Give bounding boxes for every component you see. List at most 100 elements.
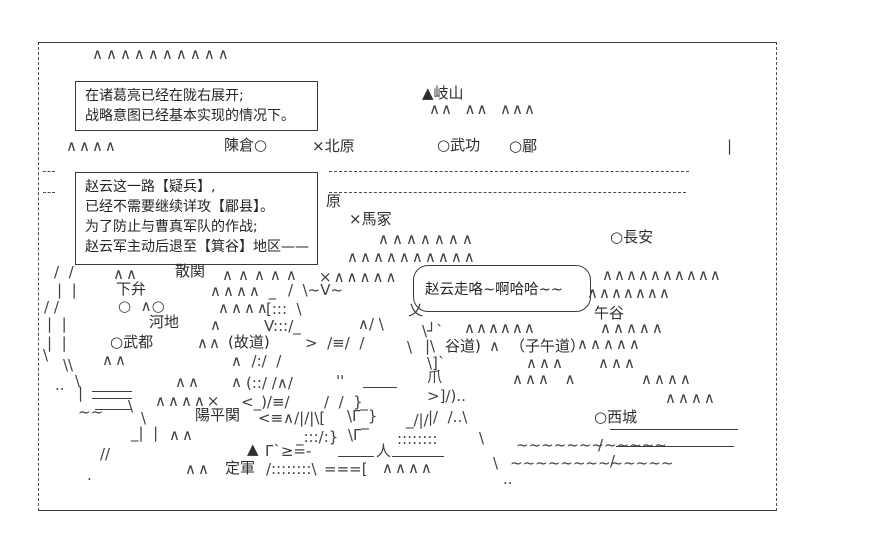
terrain-stroke: | |	[47, 315, 67, 333]
terrain-stroke: |	[727, 137, 733, 155]
place-hedi: 河地	[149, 313, 180, 331]
terrain-stroke: _:::/:}	[296, 428, 339, 446]
mountain-ridge: ∧∧∧∧	[665, 389, 717, 407]
place-dingjun: 定軍	[225, 459, 256, 477]
mountain-ridge: ∧∧∧∧∧∧∧∧∧∧	[92, 45, 232, 63]
terrain-stroke: [::: \	[266, 300, 302, 318]
ziwu-road-label: （子午道）	[510, 337, 586, 355]
terrain-stroke: | |	[57, 281, 77, 299]
mountain-ridge: ∧∧	[113, 265, 139, 283]
terrain-stroke: ''	[336, 372, 345, 390]
map-frame-border	[38, 42, 777, 511]
mountain-ridge: ∧∧∧∧	[218, 299, 270, 317]
mountain-ridge: ∧∧∧	[598, 354, 637, 372]
river-dashed-line	[329, 192, 686, 193]
river-solid-line	[92, 391, 132, 392]
river-solid-line	[363, 387, 397, 388]
terrain-stroke: / / }	[324, 393, 363, 411]
mountain-ridge: ∧∧∧∧∧∧∧	[378, 230, 476, 248]
mountain-ridge: ○ ∧○	[118, 297, 165, 315]
terrain-stroke: \Γ‾}	[347, 407, 378, 425]
terrain-stroke: ~~~~~~~~~~~~~	[510, 454, 674, 472]
terrain-stroke: ::::::::	[397, 430, 438, 448]
mountain-ridge: ∧∧	[169, 426, 195, 444]
terrain-stroke: /::::::::\	[266, 460, 317, 478]
strategy-note-line2: 战略意图已经基本实现的情况下。	[85, 108, 295, 124]
mountain-ridge: ∧∧	[197, 334, 221, 352]
terrain-stroke: \	[75, 372, 81, 390]
mountain-ridge: ×∧∧∧∧∧	[319, 268, 399, 286]
mountain-ridge: (::/ /∧/	[246, 374, 293, 392]
river-solid-line	[338, 456, 374, 457]
place-changan: ○長安	[610, 228, 654, 246]
terrain-stroke: .	[87, 466, 92, 484]
mountain-ridge: ∧∧∧∧∧	[222, 266, 302, 284]
zhaoyun-speech-bubble: 赵云走咯~啊哈哈~~	[413, 265, 591, 312]
terrain-stroke: \\	[63, 356, 74, 374]
mountain-ridge: 人	[376, 442, 392, 460]
mountain-ridge: ∧∧∧∧∧	[600, 319, 665, 337]
terrain-stroke: ..	[503, 470, 513, 488]
terrain-stroke: \	[479, 429, 485, 447]
mountain-ridge: ∧∧ ∧∧ ∧∧∧	[429, 100, 536, 118]
terrain-stroke: ~~~~~~~~~~~~	[516, 436, 667, 454]
mountain-ridge: ∧	[489, 337, 500, 355]
terrain-stroke: /	[610, 452, 616, 470]
zhaoyun-order-line4: 赵云军主动后退至【箕谷】地区——	[85, 239, 309, 255]
terrain-stroke: ..	[55, 376, 65, 394]
mountain-ridge: ∧∧∧∧∧∧∧∧∧∧	[602, 266, 722, 284]
terrain-stroke: _/|/	[406, 411, 429, 429]
mountain-ridge: ∧∧∧∧∧∧∧	[587, 284, 671, 302]
mountain-ridge: ∧∧∧ ∧	[512, 370, 578, 388]
place-yangpingguan: 陽平関	[195, 406, 241, 424]
terrain-stroke: \]`	[427, 354, 446, 372]
river-solid-line	[616, 446, 734, 447]
terrain-stroke: / /	[44, 298, 59, 316]
place-mazhong: ×馬冢	[349, 210, 392, 228]
mountain-ridge: ∧∧∧∧	[66, 137, 118, 155]
river-solid-line	[392, 456, 444, 457]
mountain-ridge: ∧	[231, 373, 242, 391]
river-solid-line	[92, 398, 132, 399]
wugu-valley-label: 午谷	[594, 304, 625, 322]
terrain-stroke: \	[43, 346, 49, 364]
zhaoyun-order-box: 赵云这一路【疑兵】, 已经不需要继续详攻【郿县】。 为了防止与曹真军队的作战; …	[75, 172, 318, 265]
mountain-ridge: 爪	[427, 368, 443, 386]
place-chencang: 陳倉○	[224, 136, 268, 154]
terrain-stroke: |	[78, 384, 84, 402]
zhaoyun-speech-text: 赵云走咯~啊哈哈~~	[425, 282, 563, 298]
place-qishan: ▲岐山	[422, 84, 464, 102]
place-wugong: ○武功	[437, 136, 481, 154]
mountain-ridge: ∧∧∧	[526, 354, 565, 372]
mountain-ridge: ∧ /:/ /	[231, 352, 282, 370]
terrain-stroke: ~~	[78, 403, 104, 421]
strategy-note-box: 在诸葛亮已经在陇右展开; 战略意图已经基本实现的情况下。	[75, 81, 318, 131]
place-beiyuan: ×北原	[312, 137, 355, 155]
river-solid-line	[95, 409, 131, 410]
zhaoyun-order-line3: 为了防止与曹真军队的作战;	[85, 219, 258, 235]
river-dashed-line	[43, 192, 55, 193]
terrain-stroke: | |	[47, 334, 67, 352]
terrain-stroke: / /	[54, 263, 74, 281]
terrain-stroke: \Γ‾	[348, 426, 369, 444]
terrain-stroke: ===[	[324, 460, 368, 478]
mountain-ridge: ∧∧∧∧∧∧∧∧∧∧	[347, 248, 477, 266]
mountain-ridge: ∧∧∧∧∧∧	[464, 319, 536, 337]
place-wudu: ○武都	[110, 333, 154, 351]
mountain-ridge: ∧∧∧∧	[641, 370, 693, 388]
mountain-ridge: ∧∧∧∧∧	[577, 335, 642, 353]
mountain-ridge: ∧∧∧∧	[382, 459, 434, 477]
terrain-stroke: Γ`≥=-	[265, 442, 312, 460]
terrain-stroke: //	[100, 445, 111, 463]
zhaoyun-order-line2: 已经不需要继续详攻【郿县】。	[85, 199, 274, 215]
dingjun-marker: ▲	[247, 440, 259, 458]
place-xiabian: 下弁	[116, 280, 147, 298]
river-dashed-line	[43, 171, 55, 172]
terrain-stroke: \	[493, 454, 499, 472]
terrain-stroke: 乂	[408, 301, 424, 319]
terrain-stroke: <_)/≡/	[241, 393, 290, 411]
place-xicheng: ○西城	[594, 408, 638, 426]
terrain-stroke: \	[141, 409, 147, 427]
terrain-stroke: /	[598, 436, 604, 454]
